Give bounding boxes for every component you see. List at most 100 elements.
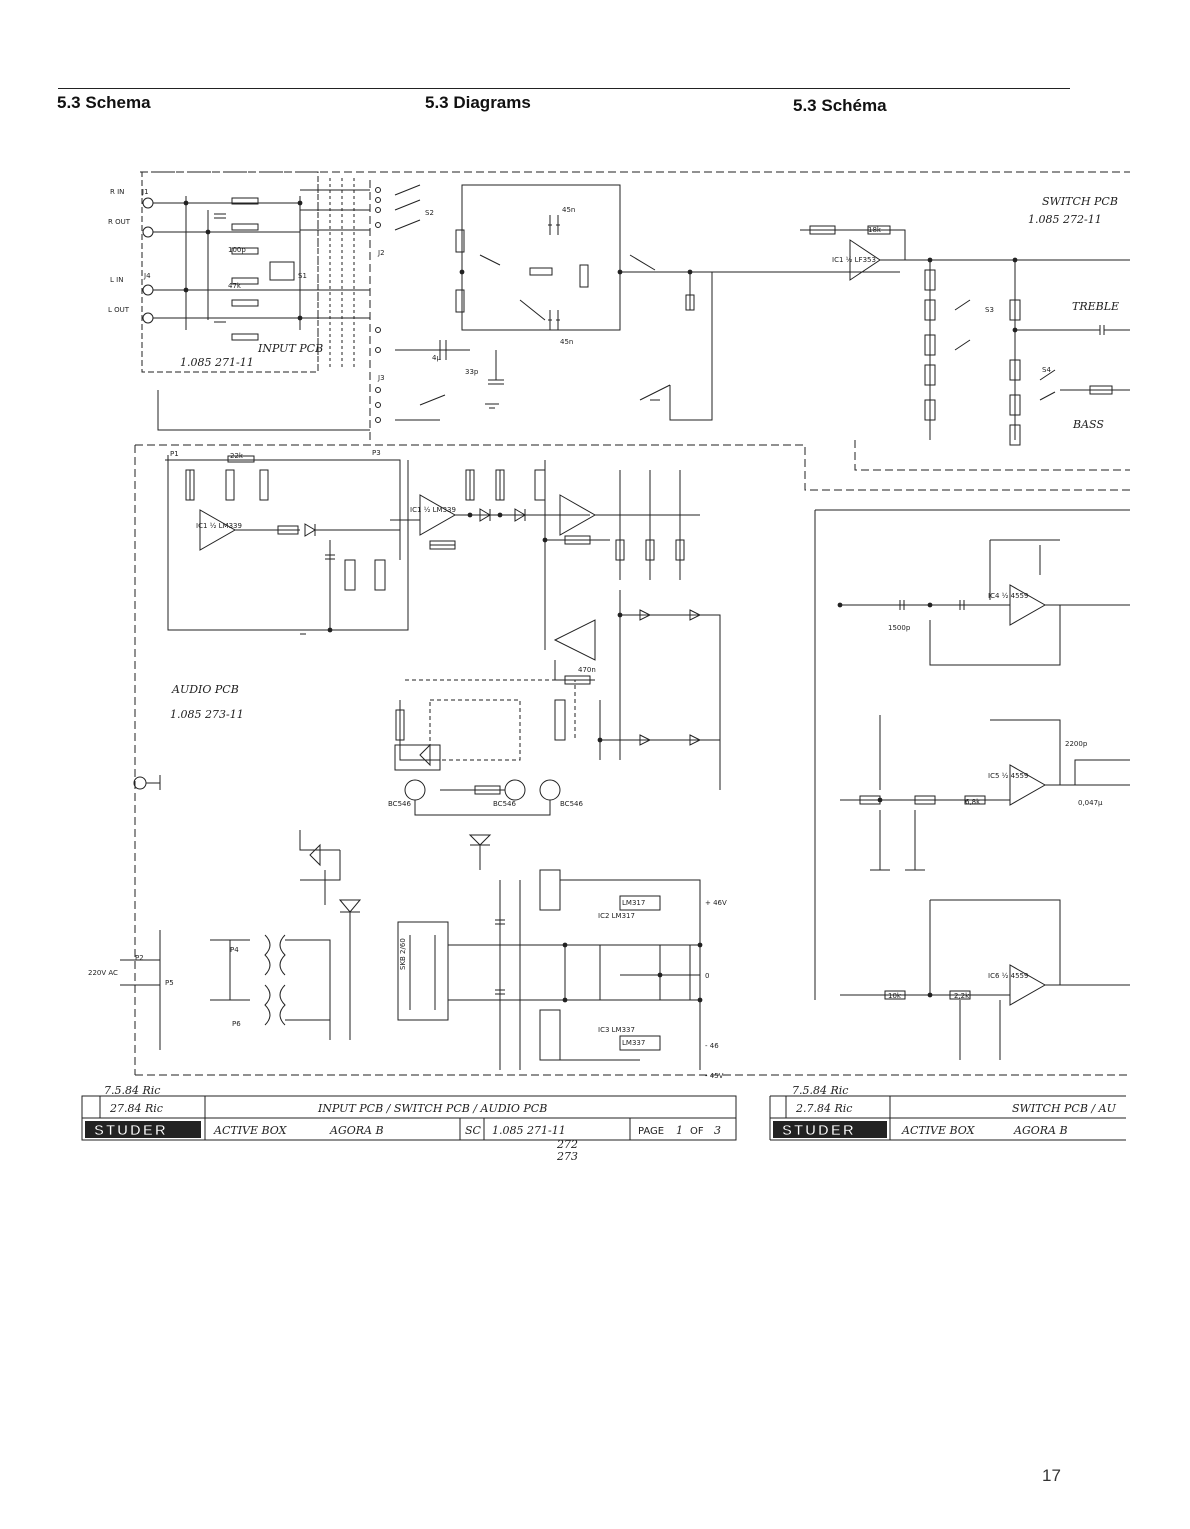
transistor-label: BC546	[560, 800, 583, 808]
jack-r-out	[142, 226, 154, 238]
title-block-left: 7.5.84 Ric 27.84 Ric INPUT PCB / SWITCH …	[81, 1084, 737, 1163]
opamp-ic4-4559	[1009, 584, 1047, 626]
connector-label: P4	[230, 946, 239, 954]
opamp-lm339-d	[553, 619, 596, 661]
value-label: 6,8k	[965, 798, 981, 806]
value-label: 10k	[888, 992, 902, 1000]
doc-number: 1.085 271-11	[492, 1124, 566, 1137]
value-label: 47k	[228, 282, 242, 290]
value-label: 33p	[465, 368, 479, 376]
page-number: 17	[1042, 1466, 1061, 1485]
connector-label: R OUT	[108, 218, 131, 226]
of-word: OF	[690, 1126, 704, 1137]
opamp-ic6-4559	[1009, 964, 1047, 1006]
header-title-de: 5.3 Schema	[57, 93, 151, 112]
value-label: 2200p	[1065, 740, 1088, 748]
connector-label: J1	[141, 188, 149, 196]
supply-zero-label: 0	[705, 972, 709, 980]
input-pcb-outline	[141, 171, 319, 373]
jack-r-in	[142, 197, 154, 209]
audio-pcb-number: 1.085 273-11	[170, 708, 244, 721]
rev-entry: 7.5.84 Ric	[104, 1084, 160, 1097]
header-title-fr: 5.3 Schéma	[793, 96, 887, 115]
value-label: 4µ	[432, 354, 441, 362]
ic-label: IC1 ½ LF353	[832, 256, 876, 264]
transistor-label: BC546	[388, 800, 411, 808]
doc-number-alt: 272	[556, 1138, 578, 1151]
value-label: 470n	[578, 666, 596, 674]
ic-label: IC3 LM337	[598, 1026, 635, 1034]
opamp-lm339-c	[559, 494, 597, 536]
connector-label: L OUT	[108, 306, 130, 314]
header-title-en: 5.3 Diagrams	[425, 93, 531, 112]
bass-label: BASS	[1072, 418, 1104, 431]
opamp-lm339-a	[199, 509, 237, 551]
mains-label: 220V AC	[88, 969, 118, 977]
supply-neg2-label: - 45V	[705, 1072, 724, 1080]
connector-label: P2	[135, 954, 144, 962]
ic-label: IC4 ½ 4559	[988, 592, 1028, 600]
model-name: AGORA B	[1013, 1124, 1068, 1137]
value-label: 100p	[228, 246, 246, 254]
connector-label: L IN	[110, 276, 123, 284]
jack-l-out	[142, 312, 154, 324]
rev-entry: 7.5.84 Ric	[792, 1084, 848, 1097]
connector-label: J4	[143, 272, 151, 280]
switch-pcb-title: SWITCH PCB	[1042, 195, 1118, 208]
switch-label: S3	[985, 306, 994, 314]
jack-l-in	[142, 284, 154, 296]
regulator-neg-label: LM337	[622, 1039, 645, 1047]
opamp-lf353	[849, 239, 881, 281]
product-name: ACTIVE BOX	[901, 1124, 976, 1137]
rev-entry: 2.7.84 Ric	[795, 1102, 852, 1115]
value-label: 1500p	[888, 624, 911, 632]
value-label: 2,2k	[954, 992, 970, 1000]
page-word: PAGE	[638, 1126, 664, 1137]
drawing-description: SWITCH PCB / AU	[1012, 1102, 1117, 1115]
audio-pcb-title: AUDIO PCB	[171, 683, 239, 696]
product-name: ACTIVE BOX	[213, 1124, 288, 1137]
switch-pcb-number: 1.085 272-11	[1028, 213, 1102, 226]
opamp-ic5-4559	[1009, 764, 1047, 806]
ic-label: IC2 LM317	[598, 912, 635, 920]
rectifier-label: SKB 2/60	[399, 938, 407, 970]
doc-number-alt: 273	[556, 1150, 578, 1163]
connector-label: J3	[377, 374, 385, 382]
ic-label: IC1 ½ LM339	[410, 506, 456, 514]
ic-label: IC6 ½ 4559	[988, 972, 1028, 980]
connector-label: P6	[232, 1020, 241, 1028]
rev-entry: 27.84 Ric	[109, 1102, 163, 1115]
connector-label: P1	[170, 450, 179, 458]
title-block-right: 7.5.84 Ric 2.7.84 Ric SWITCH PCB / AU ST…	[769, 1084, 1126, 1141]
connector-label: R IN	[110, 188, 124, 196]
doc-code: SC	[465, 1124, 482, 1137]
connector-label: P3	[372, 449, 381, 457]
studer-logo: STUDER	[94, 1122, 168, 1139]
connector-label: P5	[165, 979, 174, 987]
page-value: 1	[676, 1124, 683, 1137]
ic-label: IC1 ½ LM339	[196, 522, 242, 530]
value-label: 45n	[560, 338, 573, 346]
switch-label: S2	[425, 209, 434, 217]
supply-neg-label: - 46	[705, 1042, 719, 1050]
header-rule	[58, 88, 1070, 89]
value-label: 18k	[868, 226, 882, 234]
value-label: 0,047µ	[1078, 799, 1103, 807]
of-value: 3	[714, 1124, 721, 1137]
treble-label: TREBLE	[1072, 300, 1119, 313]
value-label: 45n	[562, 206, 575, 214]
ic-label: IC5 ½ 4559	[988, 772, 1028, 780]
model-name: AGORA B	[329, 1124, 384, 1137]
regulator-pos-label: LM317	[622, 899, 645, 907]
switch-label: S4	[1042, 366, 1051, 374]
drawing-description: INPUT PCB / SWITCH PCB / AUDIO PCB	[317, 1102, 547, 1115]
supply-pos-label: + 46V	[705, 899, 727, 907]
connector-label: J2	[377, 249, 385, 257]
studer-logo: STUDER	[782, 1122, 856, 1139]
switch-label: S1	[298, 272, 307, 280]
transistor-label: BC546	[493, 800, 516, 808]
input-pcb-number: 1.085 271-11	[180, 356, 254, 369]
bridge-rectifier	[397, 921, 449, 1021]
input-pcb-title: INPUT PCB	[257, 342, 323, 355]
